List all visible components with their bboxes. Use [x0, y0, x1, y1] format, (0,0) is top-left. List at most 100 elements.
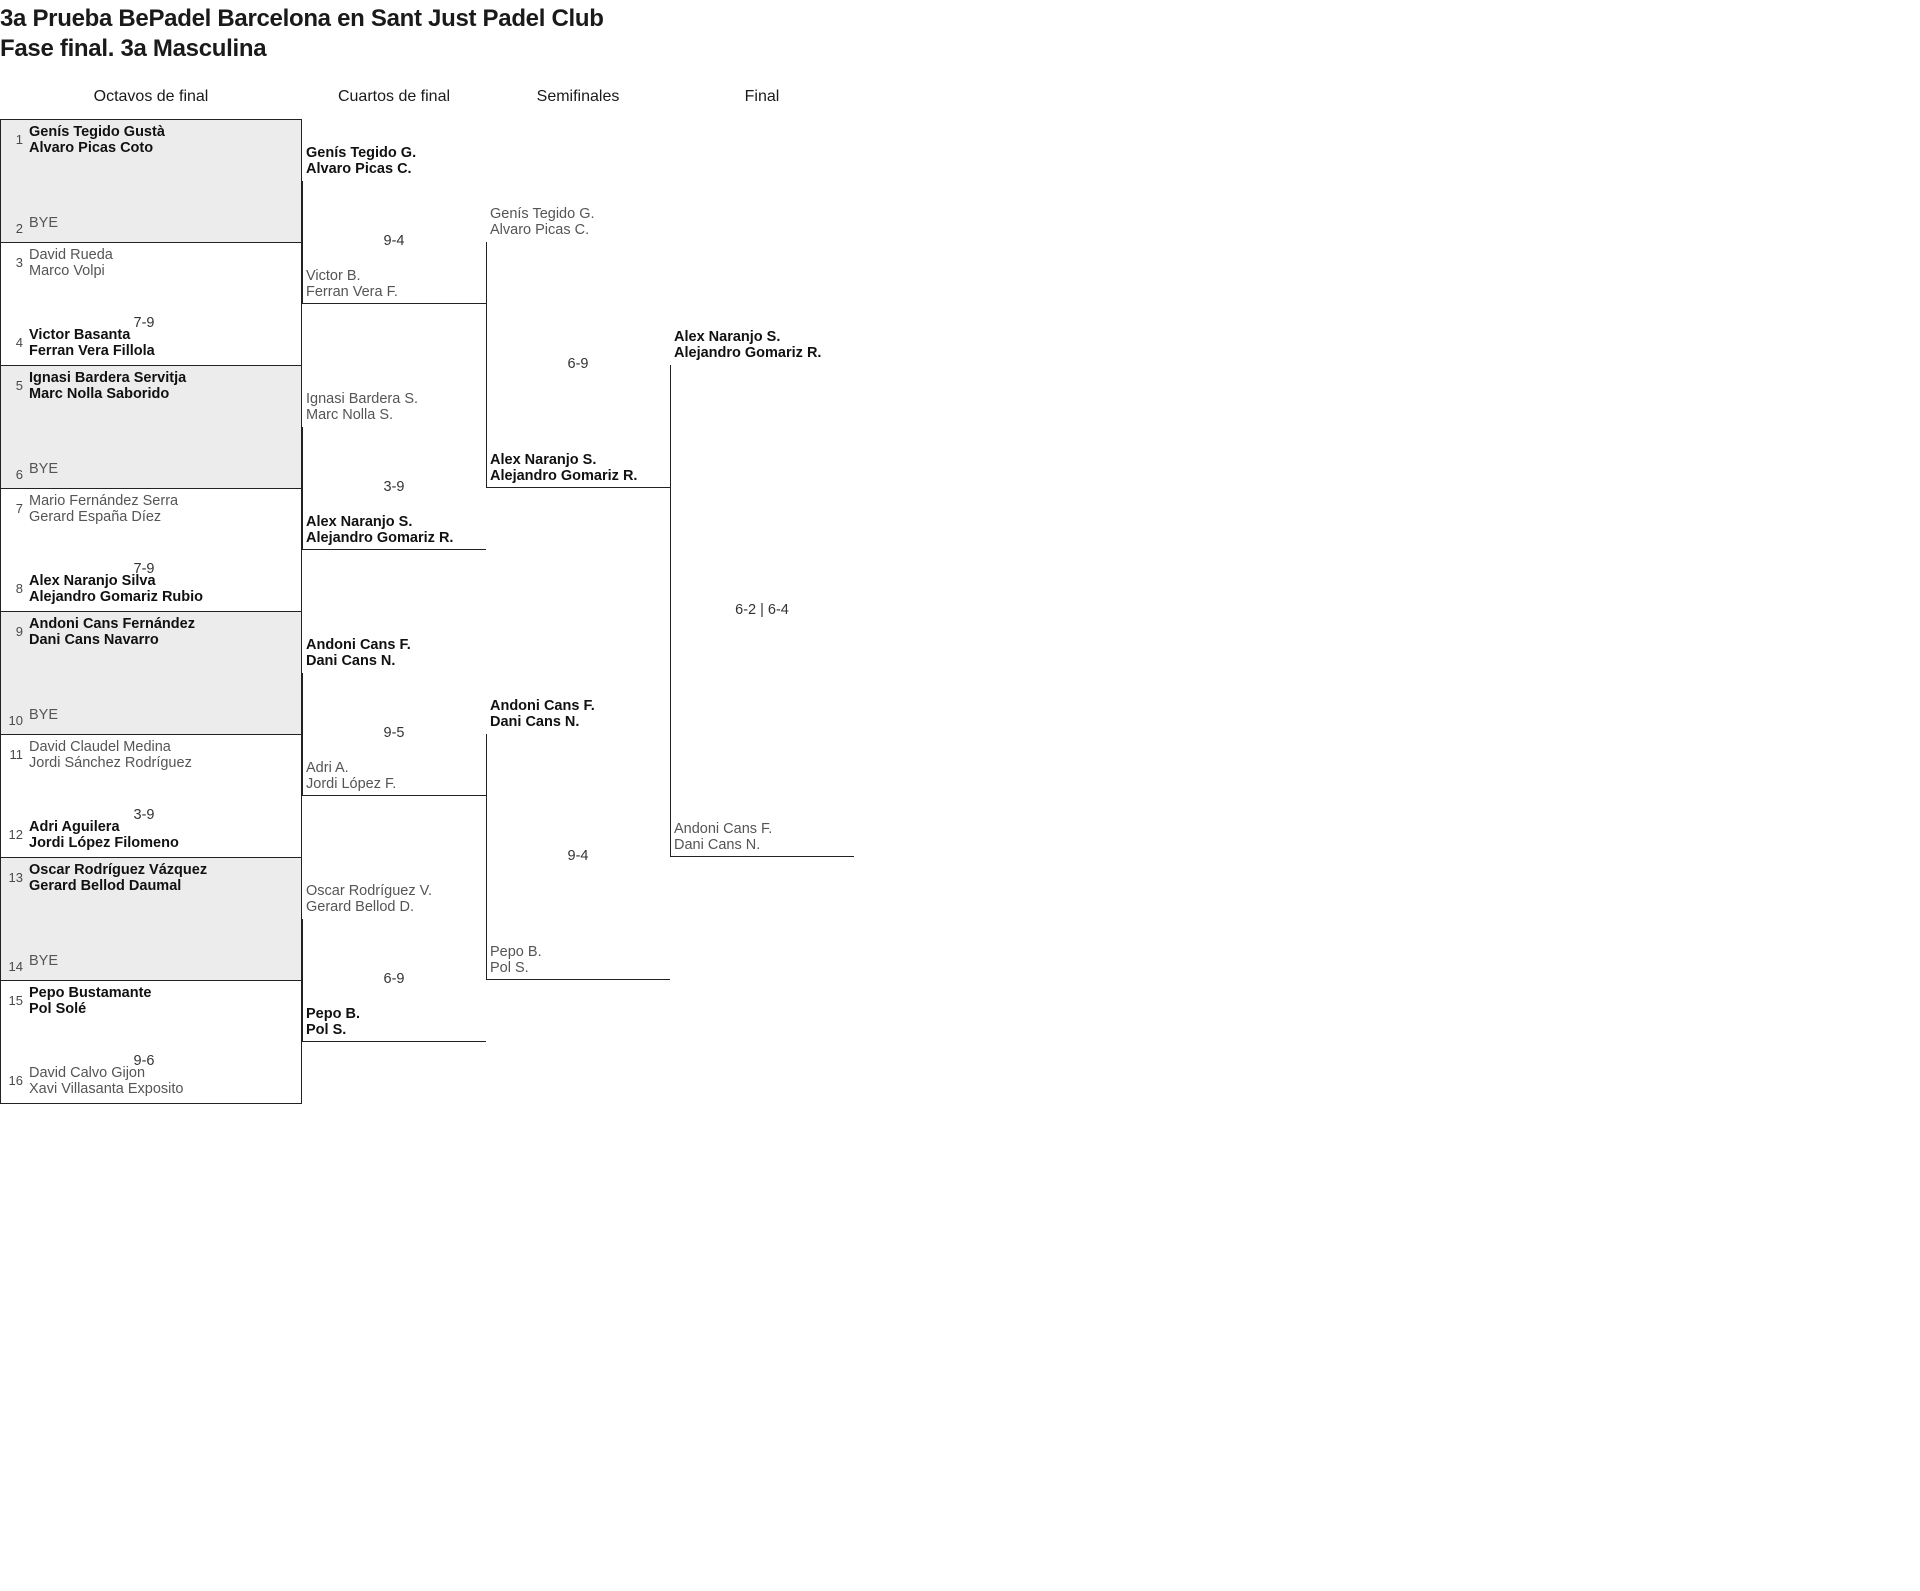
round-header-cuartos: Cuartos de final	[337, 88, 451, 105]
semifinales-team-name[interactable]: Genís Tegido G.Alvaro Picas C.	[490, 206, 595, 238]
cuartos-team-name[interactable]: Genís Tegido G.Alvaro Picas C.	[306, 145, 416, 177]
cuartos-match-score: 9-4	[383, 233, 405, 249]
player-name: Dani Cans N.	[674, 837, 761, 853]
semifinales-team-name[interactable]: Andoni Cans F.Dani Cans N.	[490, 698, 595, 730]
player-name: Ferran Vera F.	[306, 283, 398, 300]
player-name: David Calvo Gijon	[29, 1065, 146, 1081]
cuartos-match-connector	[302, 918, 486, 1042]
match-score: 9-6	[133, 1053, 155, 1069]
final-match-connector	[670, 365, 854, 857]
semifinales-team-name[interactable]: Alex Naranjo S.Alejandro Gomariz R.	[490, 452, 637, 484]
final-team-name[interactable]: Andoni Cans F.Dani Cans N.	[674, 821, 772, 853]
player-name: David Claudel Medina	[29, 739, 171, 755]
team-name: BYE	[23, 705, 58, 725]
seed-number: 10	[8, 713, 23, 728]
cuartos-match-connector	[302, 426, 486, 550]
match-score: 3-9	[133, 807, 155, 823]
cuartos-team-name[interactable]: Adri A.Jordi López F.	[306, 760, 396, 792]
player-name: Genís Tegido G.	[490, 206, 595, 222]
player-name: Alvaro Picas Coto	[29, 140, 154, 156]
player-name: Xavi Villasanta Exposito	[29, 1081, 184, 1097]
player-name: Alejandro Gomariz R.	[490, 468, 638, 484]
player-name: Adri A.	[306, 759, 349, 776]
player-name: Alex Naranjo Silva	[29, 573, 156, 589]
cuartos-match-connector	[302, 180, 486, 304]
seed-number: 11	[9, 747, 24, 762]
cuartos-team-name[interactable]: Victor B.Ferran Vera F.	[306, 268, 398, 300]
semifinales-match-score: 9-4	[567, 848, 589, 864]
player-name: Alex Naranjo S.	[674, 329, 781, 345]
page-title: 3a Prueba BePadel Barcelona en Sant Just…	[0, 4, 1200, 64]
cuartos-match-score: 9-5	[383, 725, 405, 741]
cuartos-team-name[interactable]: Alex Naranjo S.Alejandro Gomariz R.	[306, 514, 453, 546]
player-name: Marco Volpi	[29, 263, 105, 279]
team-name: BYE	[23, 951, 58, 971]
player-name: Genís Tegido Gustà	[29, 124, 165, 140]
match-score: 7-9	[133, 561, 155, 577]
seed-number: 3	[15, 255, 23, 270]
player-name: Alex Naranjo S.	[306, 513, 413, 530]
player-name: Pepo Bustamante	[29, 985, 152, 1001]
cuartos-team-name[interactable]: Ignasi Bardera S.Marc Nolla S.	[306, 391, 418, 423]
cuartos-team-name[interactable]: Pepo B.Pol S.	[306, 1006, 360, 1038]
player-name: Marc Nolla Saborido	[29, 386, 170, 402]
player-name: Dani Cans Navarro	[29, 632, 159, 648]
player-name: Pol S.	[306, 1021, 347, 1038]
seed-number: 12	[8, 827, 23, 842]
seed-number: 4	[15, 335, 23, 350]
player-name: Victor Basanta	[29, 327, 131, 343]
player-name: Andoni Cans F.	[490, 698, 595, 714]
team-name: BYE	[23, 213, 58, 233]
player-name: Oscar Rodríguez V.	[306, 882, 432, 899]
player-name: Marc Nolla S.	[306, 406, 394, 423]
cuartos-team-name[interactable]: Oscar Rodríguez V.Gerard Bellod D.	[306, 883, 432, 915]
player-name: Gerard Bellod D.	[306, 898, 414, 915]
player-name: Alejandro Gomariz R.	[306, 529, 454, 546]
round-header-semifinales: Semifinales	[536, 88, 620, 105]
final-team-name[interactable]: Alex Naranjo S.Alejandro Gomariz R.	[674, 329, 821, 361]
player-name: Alvaro Picas C.	[490, 222, 590, 238]
player-name: Andoni Cans F.	[674, 821, 773, 837]
semifinales-team-name[interactable]: Pepo B.Pol S.	[490, 944, 542, 976]
player-name: Jordi López F.	[306, 775, 397, 792]
semifinales-match-score: 6-9	[567, 356, 589, 372]
player-name: Pol S.	[490, 960, 529, 976]
player-name: Jordi López Filomeno	[29, 835, 179, 851]
player-name: Pepo B.	[490, 944, 542, 960]
seed-number: 14	[8, 959, 23, 974]
cuartos-match-connector	[302, 672, 486, 796]
player-name: Alex Naranjo S.	[490, 452, 597, 468]
cuartos-team-name[interactable]: Andoni Cans F.Dani Cans N.	[306, 637, 411, 669]
seed-number: 9	[15, 624, 23, 639]
seed-number: 5	[15, 378, 23, 393]
